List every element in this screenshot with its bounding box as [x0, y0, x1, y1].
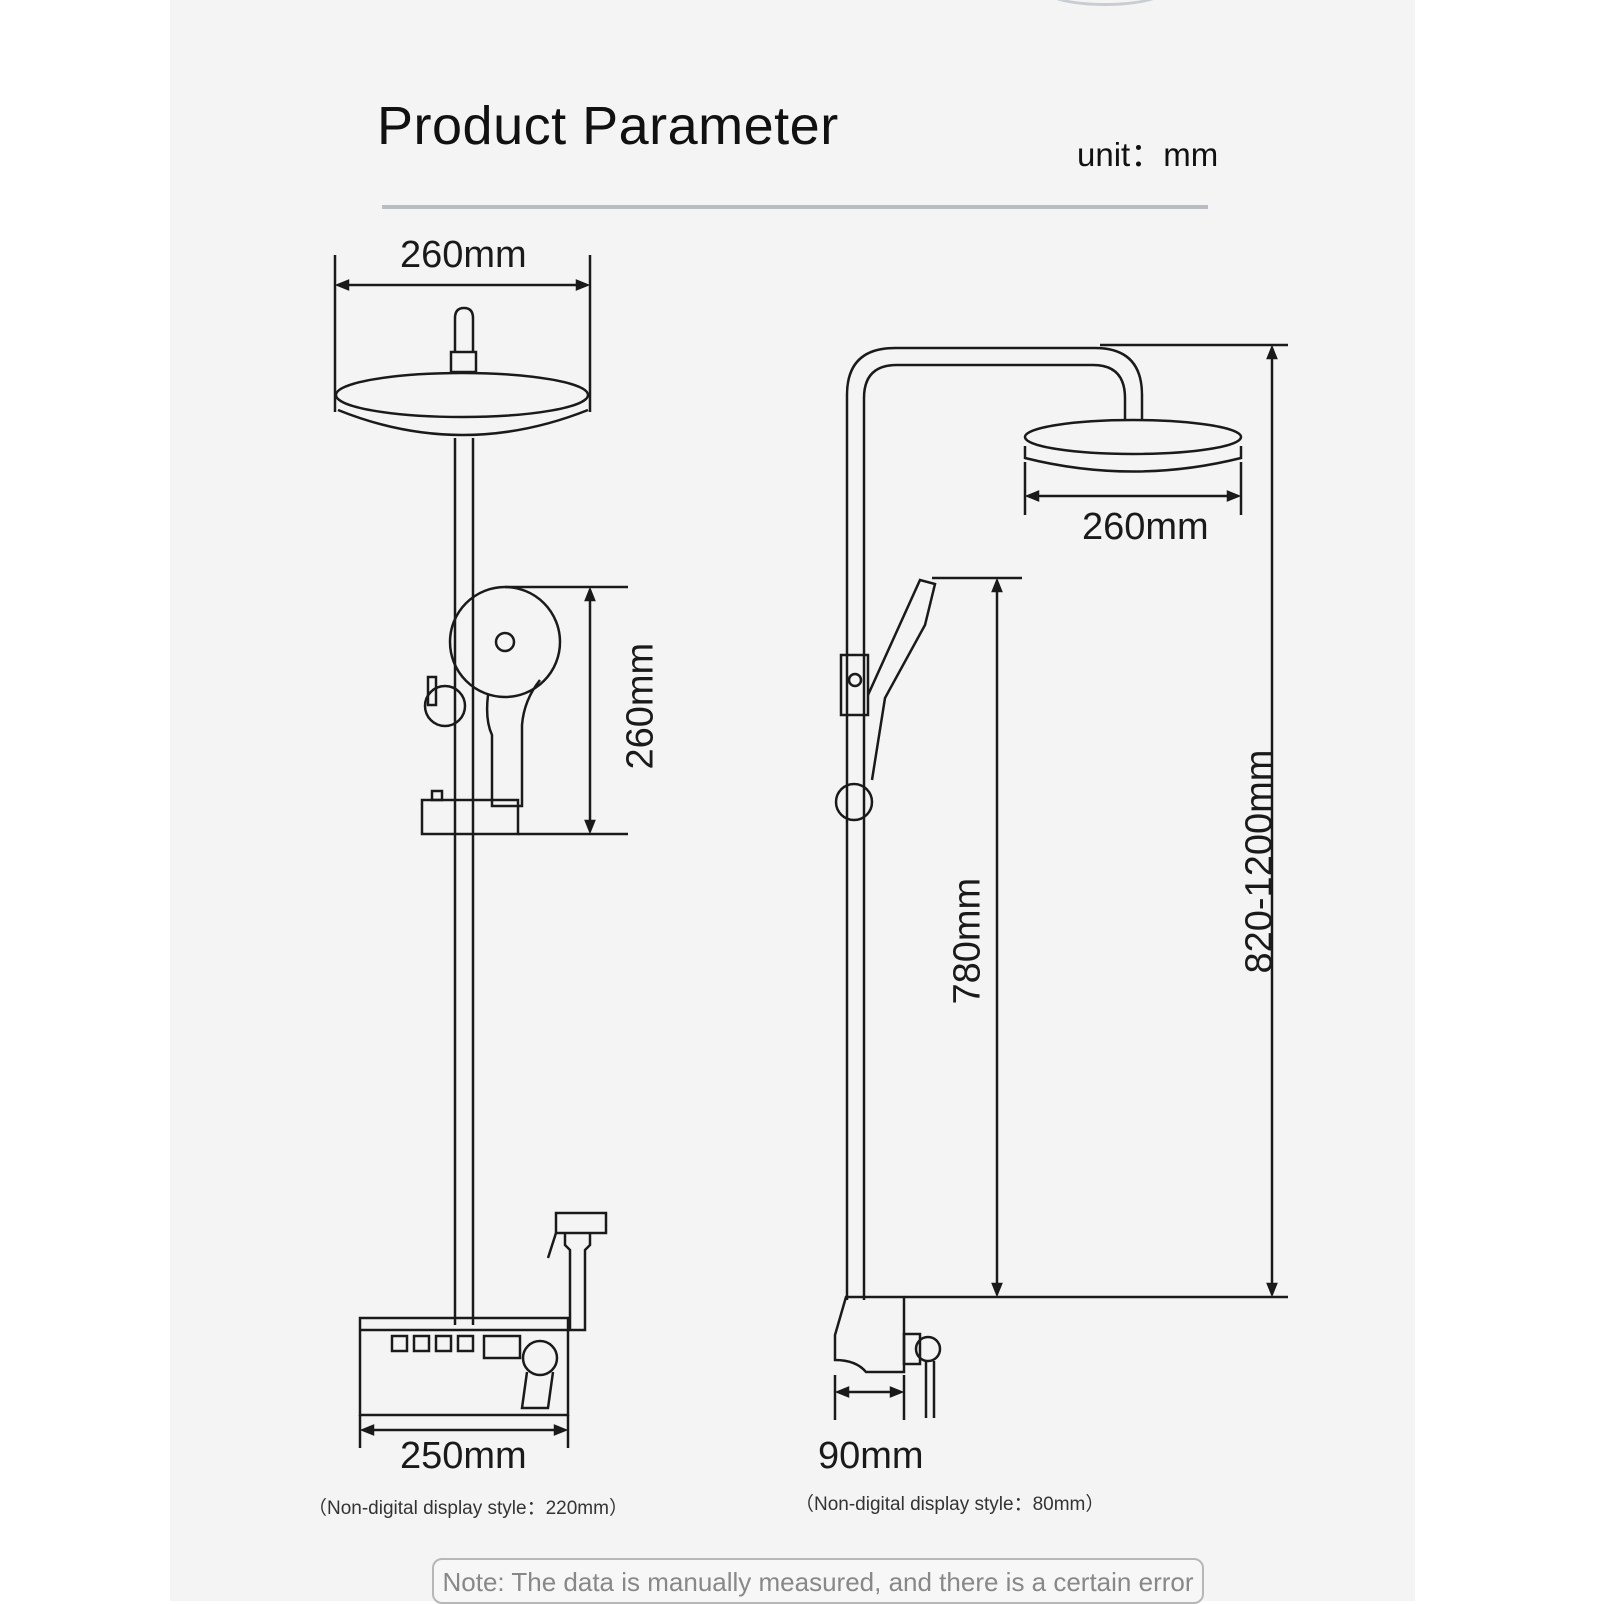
- front-base-width-dimension: [358, 1415, 570, 1448]
- measurement-note: Note: The data is manually measured, and…: [432, 1558, 1204, 1604]
- front-shower-head-rim: [337, 408, 589, 437]
- front-tray-tab: [430, 789, 444, 802]
- side-depth-dimension: [833, 1375, 906, 1420]
- side-head-width-label: 260mm: [1082, 506, 1209, 548]
- front-bidet-sprayer: [546, 1211, 608, 1332]
- side-rail-outer: [845, 346, 1144, 1300]
- side-depth-label: 90mm: [818, 1435, 924, 1477]
- front-handheld-button: [494, 631, 516, 653]
- front-holder-lever: [426, 675, 438, 707]
- side-head-width-dimension: [1023, 462, 1243, 515]
- side-handheld-shower: [866, 578, 937, 781]
- front-top-width-label: 260mm: [400, 234, 527, 276]
- side-rail-height-dimension: [932, 576, 1022, 1298]
- front-handheld-handle: [485, 679, 541, 808]
- front-handheld-head: [448, 585, 562, 699]
- front-shower-head: [334, 371, 590, 419]
- front-base-note: （Non-digital display style：220mm）: [308, 1498, 628, 1519]
- side-hose-knob: [834, 782, 874, 822]
- front-view: [333, 255, 628, 1448]
- unit-label: unit：mm: [1077, 136, 1219, 173]
- diagram-panel: [170, 0, 1415, 1601]
- header-divider: [382, 205, 1208, 209]
- front-holder-knob: [423, 684, 467, 728]
- front-handheld-height-dimension: [505, 585, 628, 836]
- side-rail-inner: [862, 363, 1127, 1300]
- side-view: [833, 343, 1288, 1420]
- front-mixer-base: [358, 1316, 570, 1417]
- side-total-height-dimension: [905, 343, 1288, 1299]
- front-handheld-height-label: 260mm: [619, 642, 662, 770]
- side-depth-note: （Non-digital display style：80mm）: [795, 1494, 1105, 1515]
- side-mixer-base: [833, 1295, 942, 1418]
- side-shower-head-rim: [1023, 446, 1243, 473]
- side-bracket-knob: [847, 672, 863, 688]
- front-top-width-dimension: [333, 255, 592, 412]
- side-shower-head: [1023, 418, 1243, 456]
- side-total-height-label: 820-1200mm: [1238, 749, 1281, 974]
- side-slide-bracket: [839, 653, 870, 717]
- front-rail: [453, 438, 475, 1325]
- front-top-pipe: [453, 306, 475, 352]
- front-soap-tray: [420, 798, 520, 836]
- front-head-connector: [449, 350, 478, 374]
- page-title: Product Parameter: [377, 96, 839, 156]
- side-rail-height-label: 780mm: [946, 877, 989, 1005]
- front-base-width-label: 250mm: [400, 1435, 527, 1477]
